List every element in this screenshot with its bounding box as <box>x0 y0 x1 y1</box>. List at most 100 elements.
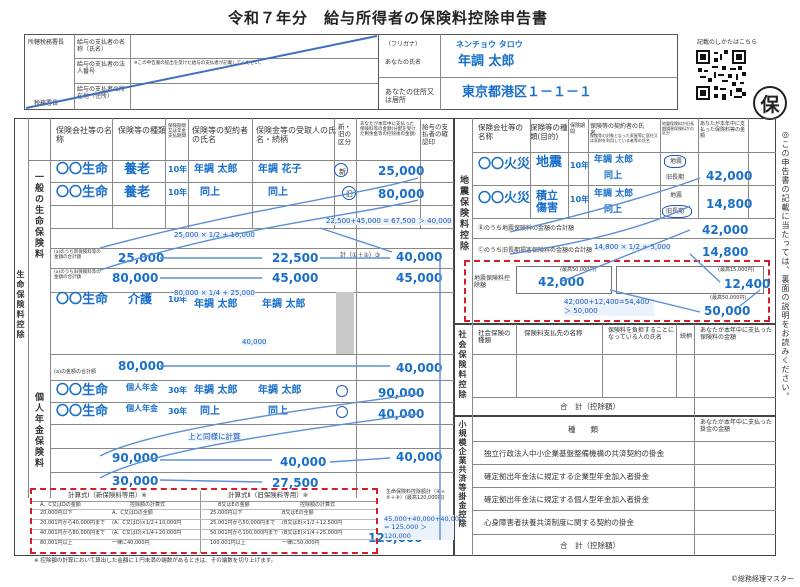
care-gray-block <box>336 292 354 354</box>
side-note: ◎この申告書の記載に当たっては、裏面の説明をお読みください。 <box>781 130 790 401</box>
formula-cell: 50,001円から100,000円まで <box>210 530 279 536</box>
life-c-label: (a)の金額の合計額 <box>54 369 96 375</box>
life-col-kubun: 新・旧の区分 <box>338 123 351 146</box>
eq-col-resident: 保険等の対象となった家屋等に居住又は家財を利用している者等の氏名 <box>590 133 658 143</box>
pension-row2-amount: 40,000 <box>378 407 425 421</box>
life-section-label: 生命保険料控除 <box>16 270 25 340</box>
eq-d2-max: (最高15,000円) <box>718 267 755 273</box>
life-care-recipient: 年調 太郎 <box>262 299 306 310</box>
payer-corp-no-label: 給与の支払者の法人番号 <box>77 61 126 75</box>
life-calc2-value: 45,000 <box>272 271 319 285</box>
eq-row1-term: 10年 <box>570 161 590 170</box>
name-label: あなたの氏名 <box>385 59 422 66</box>
life-calc3-value: 40,000 <box>396 250 443 264</box>
small-item-3: 確定拠出年金法に規定する個人型年金加入者掛金 <box>484 495 649 504</box>
small-enterprise-table <box>454 416 776 556</box>
life-care-holder: 年調 太郎 <box>194 299 238 310</box>
life-b-value: 80,000 <box>112 271 159 285</box>
pension-label: 個人年金保険料 <box>33 392 43 469</box>
formula-cell: B又はEの全額 <box>282 510 314 516</box>
eq-circle-1 <box>664 155 686 168</box>
furigana-value: ネンチョウ タロウ <box>456 40 523 49</box>
formula-cell: (B又はE)×1/4＋25,000円 <box>282 530 343 536</box>
general-life-label: 一般の生命保険料 <box>33 172 43 260</box>
note-total: 45,000+40,000+40,000 = 125,000 ＞ 120,000 <box>384 515 464 541</box>
life-row1-company: 〇〇生命 <box>56 162 109 177</box>
small-item-1: 独立行政法人中小企業基盤整備機構の共済契約の掛金 <box>484 449 664 458</box>
life-calc4-value: 45,000 <box>396 271 443 285</box>
social-total-label: 合 計（控除額） <box>560 402 620 411</box>
life-row1-holder: 年調 太郎 <box>194 164 238 175</box>
life-insurance-table <box>14 118 454 556</box>
formula-sub-0: A、C又はDの金額 <box>40 502 81 508</box>
eq-b-value: 42,000 <box>702 223 749 237</box>
social-col-person: 保険料を負担することになっている人の氏名 <box>608 327 675 341</box>
eq-col-holder: 保険等の契約者の氏名 <box>590 123 645 137</box>
eq-c-value: 14,800 <box>702 245 749 259</box>
life-row2-type: 養老 <box>124 185 151 200</box>
eq-col-amount: あなたが本年中に支払った保険料等の金額 <box>700 121 746 139</box>
life-calc3-label: 計（①＋②）③ <box>340 252 381 259</box>
stamp-icon: 保 <box>753 86 787 120</box>
eq-row1-resident: 同上 <box>604 171 623 181</box>
pension-row1-amount: 90,000 <box>378 386 425 400</box>
note-sum-life: 22,500+45,000 = 67,500 ＞ 40,000 <box>326 217 452 225</box>
stamp-text: 保 <box>760 93 780 116</box>
eq-row1-kubun1: 地震 <box>670 158 683 165</box>
eq-sum-note: 42,000+12,400=54,400 ＞ 50,000 <box>564 298 654 317</box>
formula-sub-2: B又はEの金額 <box>218 502 250 508</box>
formula-h1: 計算式Ⅰ（新保険料等用）※ <box>68 491 147 499</box>
pension-row1-type: 個人年金 <box>126 383 158 392</box>
name-value: 年調 太郎 <box>458 54 515 69</box>
eq-d1-max: (最高50,000円) <box>560 267 597 273</box>
small-item-2: 確定拠出年金法に規定する企業型年金加入者掛金 <box>484 472 649 481</box>
eq-row2-term: 10年 <box>570 195 590 204</box>
small-total-label: 合 計（控除額） <box>560 541 620 550</box>
kubun-circle-4 <box>336 406 348 418</box>
formula-h2: 計算式Ⅱ（旧保険料等用）※ <box>228 491 309 499</box>
eq-circle-2 <box>662 205 692 218</box>
eq-d2-value: 12,400 <box>724 277 771 291</box>
life-col-term: 保険期間又は年金支払期間 <box>168 124 186 140</box>
eq-row2-holder: 年調 太郎 <box>594 189 634 199</box>
pension-row2-recipient: 同上 <box>268 406 288 417</box>
eq-row1-type: 地震 <box>536 155 563 170</box>
formula-sub-1: 控除額の計算式 <box>130 502 166 508</box>
qr-code-icon[interactable] <box>696 50 746 100</box>
social-section-label: 社会保険料控除 <box>458 330 467 400</box>
small-col-amount: あなたが本年中に支払った掛金の金額 <box>700 419 773 433</box>
life-col-type: 保険等の種類 <box>118 126 166 135</box>
formula-cell: 25,000円以下 <box>210 510 243 516</box>
formula-cell: 100,001円以上 <box>210 540 246 546</box>
self-box <box>378 34 678 110</box>
life-col-company: 保険会社等の名称 <box>56 126 112 145</box>
life-care-company: 〇〇生命 <box>56 292 109 307</box>
pension-row1-company: 〇〇生命 <box>56 383 109 398</box>
life-col-holder: 保険等の契約者の氏名 <box>192 126 248 145</box>
payer-name-label: 給与の支払者の名称（氏名） <box>77 39 126 53</box>
life-footnote: ※ 控除額の計算において算出した金額に１円未満の端数があるときは、その端数を切り… <box>34 558 277 564</box>
kubun-circle-2 <box>342 186 356 200</box>
life-col-recipient: 保険金等の受取人の氏名・続柄 <box>256 126 336 145</box>
eq-col-kubun: 地震保険料か旧長期損害保険料かの区分 <box>662 121 694 136</box>
furigana-label: （フリガナ） <box>385 41 422 48</box>
life-row1-term: 10年 <box>168 165 188 174</box>
earthquake-section-label: 地震保険料控除 <box>458 175 468 252</box>
eq-col-type: 保険等の種類(目的) <box>530 123 568 141</box>
pension-row2-company: 〇〇生命 <box>56 404 109 419</box>
eq-row1-kubun2: 旧長期 <box>666 174 685 181</box>
small-col-type: 種 類 <box>568 425 598 434</box>
life-care-type: 介護 <box>128 292 153 306</box>
corp-note: ※この申告書の提出を受けた給与の支払者が記載してください。 <box>134 61 264 66</box>
small-item-4: 心身障害者扶養共済制度に関する契約の掛金 <box>484 518 634 527</box>
payer-address-label: 給与の支払者の所在地（住所） <box>77 86 126 100</box>
pension-calc3-value: 40,000 <box>396 450 443 464</box>
formula-cell: 25,001円から50,000円まで <box>210 520 275 526</box>
page-title: 令和７年分 給与所得者の保険料控除申告書 <box>228 9 549 27</box>
formula-cell: A、C又はDの全額 <box>112 510 153 516</box>
note-same-calc: 上と同様に計算 <box>188 432 241 441</box>
life-care-term: 10年 <box>168 295 188 304</box>
formula-cell: 一律に40,000円 <box>112 540 150 546</box>
